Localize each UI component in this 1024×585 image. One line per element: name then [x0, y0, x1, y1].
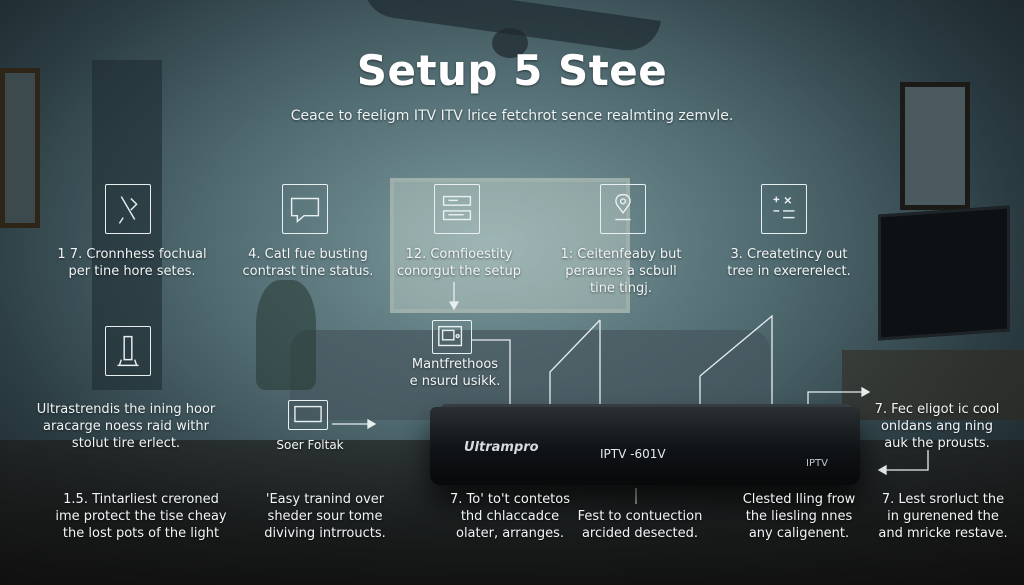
page-subtitle: Ceace to feeligm ITV ITV lrice fetchrot … [290, 108, 734, 124]
caption-line: tine tingj. [589, 281, 653, 296]
caption-line: 7. To' to't contetos [449, 492, 571, 507]
wall-frame-left [0, 68, 40, 228]
hub-device-icon [432, 320, 472, 354]
caption-line: aracarge noess raid withr [43, 419, 209, 434]
caption-line: thd chlaccadce [460, 509, 560, 524]
caption-line: auk the prousts. [884, 436, 990, 451]
caption-line: 7. Fec eligot ic cool [874, 402, 1000, 417]
caption-line: arcided desected. [581, 526, 699, 541]
step-caption: 3. Createtincy out tree in exererelect. [704, 246, 874, 280]
hub-label: Mantfrethoos e nsurd usikk. [395, 356, 515, 390]
device-brand: Ultrampro [464, 440, 539, 455]
ceiling-fan-hub [492, 28, 528, 58]
device-model: IPTV -601V [600, 447, 666, 461]
caption-line: conorgut the setup [397, 264, 521, 279]
caption-line: 1 7. Cronnhess fochual [57, 247, 207, 262]
caption-line: 12. Comfioestity [405, 247, 513, 262]
device-badge: IPTV [806, 458, 828, 469]
step-caption: 4. Catl fue busting contrast tine status… [228, 246, 388, 280]
caption-line: 3. Createtincy out [730, 247, 848, 262]
hub-label-line: Mantfrethoos [411, 357, 499, 372]
step-caption: 1.5. Tintarliest creroned ime protect th… [46, 491, 236, 542]
caption-line: Fest to contuection [577, 509, 703, 524]
caption-line: 7. Lest srorluct the [881, 492, 1005, 507]
monitor-icon [288, 400, 328, 430]
arrowhead [367, 418, 377, 430]
remote-stand-icon [105, 326, 151, 376]
step-caption: Fest to contuection arcided desected. [570, 508, 710, 542]
caption-line: any caligenent. [748, 526, 850, 541]
caption-line: stolut tire erlect. [71, 436, 181, 451]
step-caption: Ultrastrendis the ining hoor aracarge no… [26, 401, 226, 452]
caption-line: the liesling nnes [745, 509, 853, 524]
router-stack-icon [434, 184, 480, 234]
caption-line: 'Easy tranind over [265, 492, 385, 507]
caption-line: and mricke restave. [878, 526, 1008, 541]
page-title: Setup 5 Stee [356, 46, 668, 95]
step-caption: 'Easy tranind over sheder sour tome divi… [250, 491, 400, 542]
step-caption: 1: Ceitenfeaby but peraures a scbull tin… [546, 246, 696, 297]
caption-line: the lost pots of the light [62, 526, 220, 541]
step-caption: Clested lling frow the liesling nnes any… [724, 491, 874, 542]
step-caption: 7. Lest srorluct the in gurenened the an… [866, 491, 1020, 542]
caption-line: peraures a scbull [565, 264, 677, 279]
wrench-icon [105, 184, 151, 234]
step-caption: 7. Fec eligot ic cool onldans ang ning a… [852, 401, 1022, 452]
caption-line: olater, arranges. [455, 526, 565, 541]
caption-line: in gurenened the [887, 509, 999, 524]
side-table-right [842, 350, 1024, 420]
caption-line: onldans ang ning [880, 419, 994, 434]
wall-frame-right [900, 82, 970, 210]
caption-line: Ultrastrendis the ining hoor [36, 402, 216, 417]
monitor-label: Soer Foltak [276, 438, 344, 452]
step-caption: 7. To' to't contetos thd chlaccadce olat… [440, 491, 580, 542]
chat-bubble-icon [282, 184, 328, 234]
step-caption: 12. Comfioestity conorgut the setup [384, 246, 534, 280]
caption-line: tree in exererelect. [727, 264, 851, 279]
wall-tv [878, 205, 1010, 341]
caption-line: 1: Ceitenfeaby but [560, 247, 682, 262]
caption-line: sheder sour tome [267, 509, 383, 524]
plant [256, 280, 316, 390]
caption-line: per tine hore setes. [68, 264, 196, 279]
location-pin-icon [600, 184, 646, 234]
step-caption: 1 7. Cronnhess fochual per tine hore set… [52, 246, 212, 280]
caption-line: diviving intrroucts. [264, 526, 386, 541]
iptv-box [430, 407, 860, 485]
settings-list-icon [761, 184, 807, 234]
caption-line: Clested lling frow [742, 492, 856, 507]
caption-line: 1.5. Tintarliest creroned [63, 492, 219, 507]
hub-label-line: e nsurd usikk. [409, 374, 501, 389]
caption-line: 4. Catl fue busting [248, 247, 368, 262]
caption-line: contrast tine status. [242, 264, 374, 279]
caption-line: ime protect the tise cheay [55, 509, 227, 524]
window-light [390, 178, 630, 313]
